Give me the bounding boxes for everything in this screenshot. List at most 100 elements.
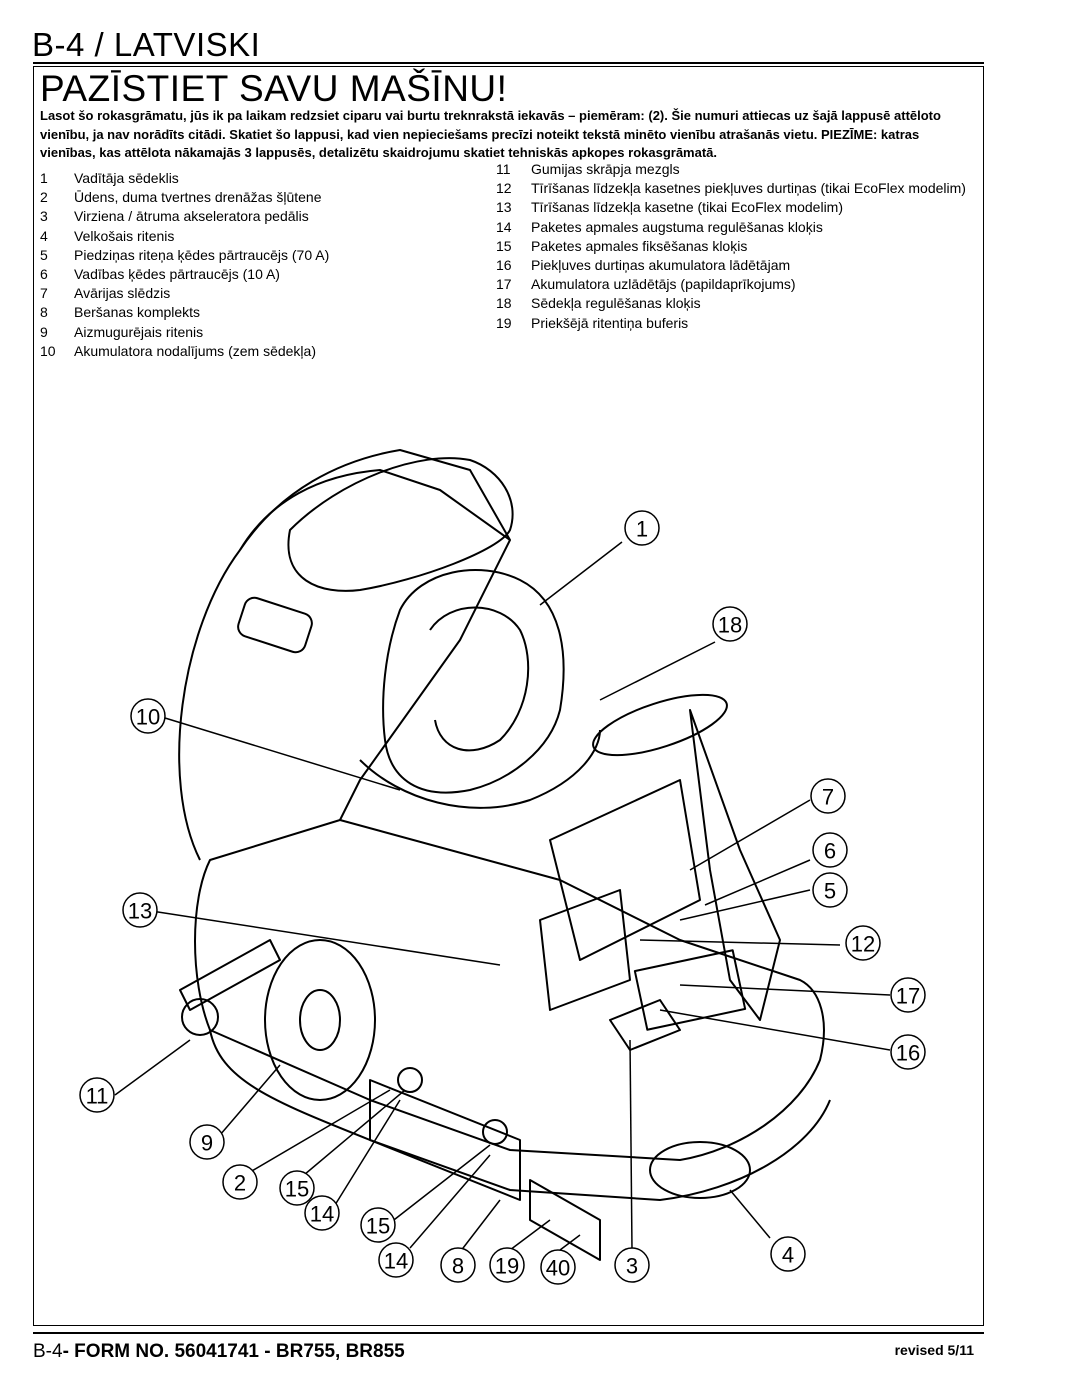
callout-label: 40 bbox=[546, 1256, 570, 1281]
callout-12: 12 bbox=[845, 925, 881, 961]
legend-label: Ūdens, duma tvertnes drenāžas šļūtene bbox=[74, 189, 322, 206]
callout-label: 2 bbox=[234, 1171, 246, 1196]
steering-wheel bbox=[592, 693, 728, 757]
callout-6: 6 bbox=[812, 832, 848, 868]
legend-number: 6 bbox=[40, 266, 48, 283]
callout-label: 1 bbox=[636, 517, 648, 542]
legend-label: Vadības ķēdes pārtraucējs (10 A) bbox=[74, 266, 280, 283]
legend-label: Piekļuves durtiņas akumulatora lādētājam bbox=[531, 257, 791, 274]
legend-number: 14 bbox=[496, 218, 512, 235]
legend-number: 9 bbox=[40, 323, 48, 340]
page-title: PAZĪSTIET SAVU MAŠĪNU! bbox=[40, 68, 508, 109]
header-rule bbox=[33, 62, 984, 64]
callout-label: 16 bbox=[896, 1041, 920, 1066]
legend-label: Velkošais ritenis bbox=[74, 227, 175, 244]
legend-label: Avārijas slēdzis bbox=[74, 285, 171, 302]
legend-label: Paketes apmales fiksēšanas kloķis bbox=[531, 237, 748, 254]
battery-charger bbox=[633, 949, 747, 1031]
legend-number: 4 bbox=[40, 227, 48, 244]
callout-16: 16 bbox=[890, 1034, 926, 1070]
section-header: B-4 / LATVISKI bbox=[32, 26, 261, 63]
callout-14: 14 bbox=[378, 1242, 414, 1278]
legend-label: Aizmugurējais ritenis bbox=[74, 323, 204, 340]
legend-label: Tīrīšanas līdzekļa kasetnes piekļuves du… bbox=[531, 180, 966, 197]
side-window bbox=[237, 596, 313, 654]
scrub-deck bbox=[369, 1079, 521, 1201]
deck-knob-1 bbox=[397, 1067, 423, 1093]
legend-label: Beršanas komplekts bbox=[74, 304, 201, 321]
rear-wheel bbox=[264, 939, 376, 1101]
callout-7: 7 bbox=[810, 778, 846, 814]
machine-body bbox=[194, 819, 825, 1161]
top-cover bbox=[287, 457, 514, 592]
callout-label: 18 bbox=[718, 613, 742, 638]
steering-column bbox=[689, 709, 781, 1021]
callout-14: 14 bbox=[304, 1195, 340, 1231]
legend-label: Vadītāja sēdeklis bbox=[74, 170, 179, 186]
legend-number: 11 bbox=[496, 161, 511, 177]
machine-skirt bbox=[209, 1029, 831, 1201]
legend-item: 18 Sēdekļa regulēšanas kloķis bbox=[496, 294, 966, 313]
legend-item: 19 Priekšējā ritentiņa buferis bbox=[496, 314, 966, 333]
callout-10: 10 bbox=[130, 698, 166, 734]
footer-revised: revised 5/11 bbox=[894, 1342, 974, 1358]
callout-label: 17 bbox=[896, 984, 920, 1009]
legend-left: 1 Vadītāja sēdeklis 2 Ūdens, duma tvertnes … bbox=[40, 169, 329, 361]
seat bbox=[382, 569, 565, 794]
callout-label: 9 bbox=[201, 1131, 213, 1156]
callout-label: 4 bbox=[782, 1243, 794, 1268]
callout-2: 2 bbox=[222, 1164, 258, 1200]
callout-label: 6 bbox=[824, 839, 836, 864]
legend-item: 11 Gumijas skrāpja mezgls bbox=[496, 160, 966, 179]
legend-item: 1 Vadītāja sēdeklis bbox=[40, 169, 329, 188]
accelerator-pedal bbox=[609, 999, 681, 1051]
callout-11: 11 bbox=[79, 1077, 115, 1113]
legend-item: 9 Aizmugurējais ritenis bbox=[40, 323, 329, 342]
callout-label: 19 bbox=[495, 1254, 519, 1279]
legend-item: 4 Velkošais ritenis bbox=[40, 227, 329, 246]
intro-paragraph: Lasot šo rokasgrāmatu, jūs ik pa laikam … bbox=[40, 108, 941, 160]
legend-label: Gumijas skrāpja mezgls bbox=[531, 161, 680, 177]
legend-label: Paketes apmales augstuma regulēšanas klo… bbox=[531, 218, 823, 235]
legend-label: Sēdekļa regulēšanas kloķis bbox=[531, 295, 701, 312]
callout-18: 18 bbox=[712, 606, 748, 642]
callout-label: 13 bbox=[128, 899, 152, 924]
legend-label: Akumulatora uzlādētājs (papildaprīkojums… bbox=[531, 276, 796, 293]
rear-housing bbox=[178, 449, 511, 861]
legend-label: Akumulatora nodalījums (zem sēdekļa) bbox=[74, 342, 316, 359]
legend-number: 17 bbox=[496, 276, 512, 293]
legend-number: 15 bbox=[496, 237, 512, 254]
legend-item: 15 Paketes apmales fiksēšanas kloķis bbox=[496, 237, 966, 256]
callout-4: 4 bbox=[770, 1236, 806, 1272]
legend-label: Priekšējā ritentiņa buferis bbox=[531, 314, 689, 331]
legend-number: 19 bbox=[496, 314, 512, 331]
callout-label: 8 bbox=[452, 1254, 464, 1279]
callout-8: 8 bbox=[440, 1247, 476, 1283]
footer-form: B-4- FORM NO. 56041741 - BR755, BR855 bbox=[33, 1341, 405, 1363]
callout-3: 3 bbox=[614, 1247, 650, 1283]
callout-label: 11 bbox=[86, 1084, 109, 1109]
legend-item: 2 Ūdens, duma tvertnes drenāžas šļūtene bbox=[40, 188, 329, 207]
legend-number: 1 bbox=[40, 170, 48, 186]
callout-label: 3 bbox=[626, 1254, 638, 1279]
legend-number: 18 bbox=[496, 295, 512, 312]
control-panel bbox=[549, 779, 701, 961]
squeegee bbox=[179, 939, 281, 1011]
legend-number: 2 bbox=[40, 189, 48, 206]
battery-door bbox=[539, 889, 631, 1011]
footer-page: B-4 bbox=[33, 1341, 63, 1362]
legend-item: 6 Vadības ķēdes pārtraucējs (10 A) bbox=[40, 265, 329, 284]
content-frame bbox=[33, 66, 984, 1326]
callout-label: 12 bbox=[851, 932, 875, 957]
legend-number: 3 bbox=[40, 208, 48, 225]
legend-item: 17 Akumulatora uzlādētājs (papildaprīkoju… bbox=[496, 275, 966, 294]
callout-15: 15 bbox=[279, 1170, 315, 1206]
callout-15: 15 bbox=[360, 1207, 396, 1243]
